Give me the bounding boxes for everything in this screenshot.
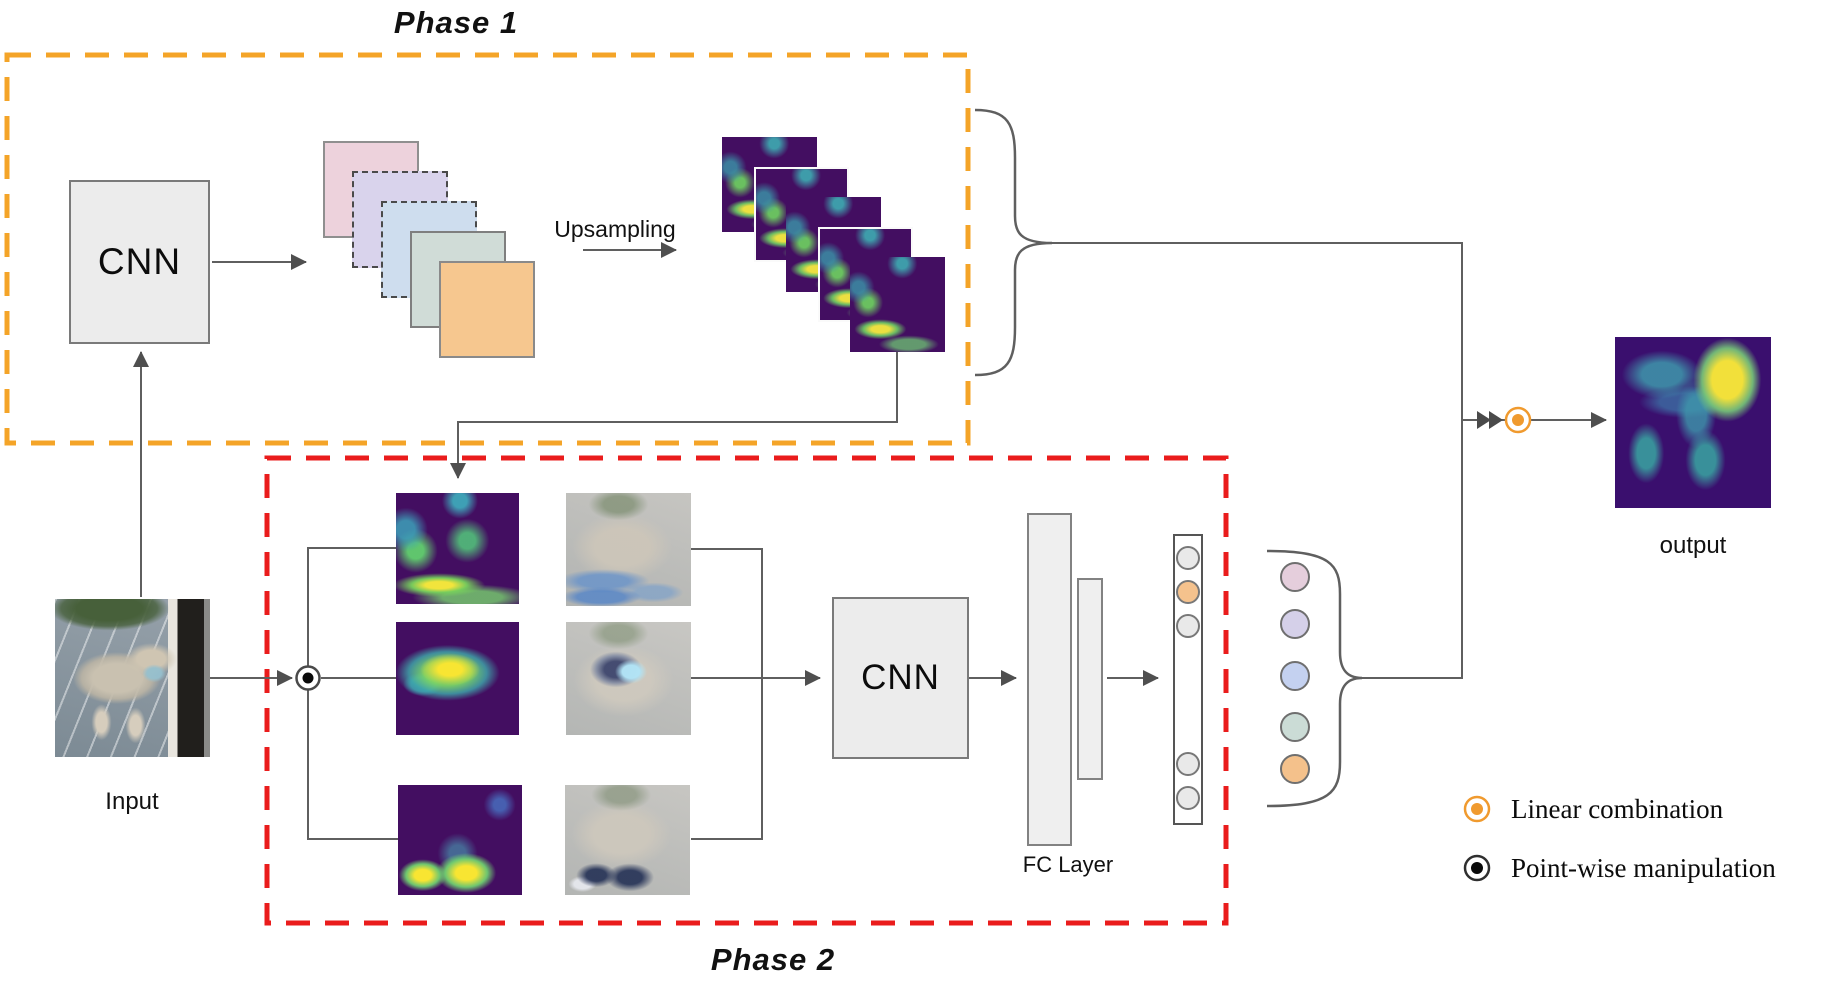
weight-circle-1: [1280, 562, 1310, 592]
input-label: Input: [105, 788, 159, 815]
phase1-cnn-label: CNN: [97, 241, 182, 282]
phase2-saliency-1: [396, 493, 519, 604]
phase2-cnn-box: CNN: [832, 597, 969, 759]
combine-route-lines: [1052, 242, 1463, 679]
phase2-saliency-2: [396, 622, 519, 735]
linear-combination-icon: [1504, 406, 1532, 434]
legend-linear-combination-label: Linear combination: [1511, 794, 1724, 824]
fc-layer-label: FC Layer: [1022, 852, 1114, 877]
phase2-cnn-label: CNN: [861, 658, 940, 697]
pointwise-branch-lines: [307, 547, 398, 840]
saliency-map-5: [850, 257, 945, 352]
merge-chevron-icon: [1477, 411, 1491, 429]
neuron-circle: [1176, 786, 1200, 810]
input-image: [55, 599, 210, 757]
saliency-to-phase2-arrow: [450, 352, 898, 479]
upsampling-label: Upsampling: [554, 216, 676, 242]
feature-map-5: [439, 261, 535, 358]
weight-circle-5: [1280, 754, 1310, 784]
fc-layer-rect-2: [1077, 578, 1103, 780]
output-vector: [1173, 534, 1203, 825]
phase2-title: Phase 2: [710, 942, 836, 977]
neuron-circle: [1176, 546, 1200, 570]
legend-linear-combination-icon: [1463, 795, 1491, 823]
masked-image-1: [566, 493, 691, 606]
point-wise-icon: [295, 665, 321, 691]
neuron-circle: [1176, 614, 1200, 638]
output-label: output: [1659, 532, 1727, 559]
legend-point-wise-label: Point-wise manipulation: [1511, 853, 1776, 883]
masked-image-2: [566, 622, 691, 735]
phase2-saliency-3: [398, 785, 522, 895]
neuron-circle-highlighted: [1176, 580, 1200, 604]
phase1-brace: [974, 108, 1053, 377]
masked-image-3: [565, 785, 690, 895]
mask-collector-lines: [691, 548, 763, 840]
weight-circle-2: [1280, 609, 1310, 639]
phase1-cnn-box: CNN: [69, 180, 210, 344]
legend-point-wise-icon: [1463, 854, 1491, 882]
weight-circle-4: [1280, 712, 1310, 742]
phase1-title: Phase 1: [393, 5, 519, 40]
fc-layer-rect-1: [1027, 513, 1072, 846]
weight-circle-3: [1280, 661, 1310, 691]
output-heatmap: [1615, 337, 1771, 508]
merge-chevron-icon: [1489, 411, 1503, 429]
neuron-circle: [1176, 752, 1200, 776]
